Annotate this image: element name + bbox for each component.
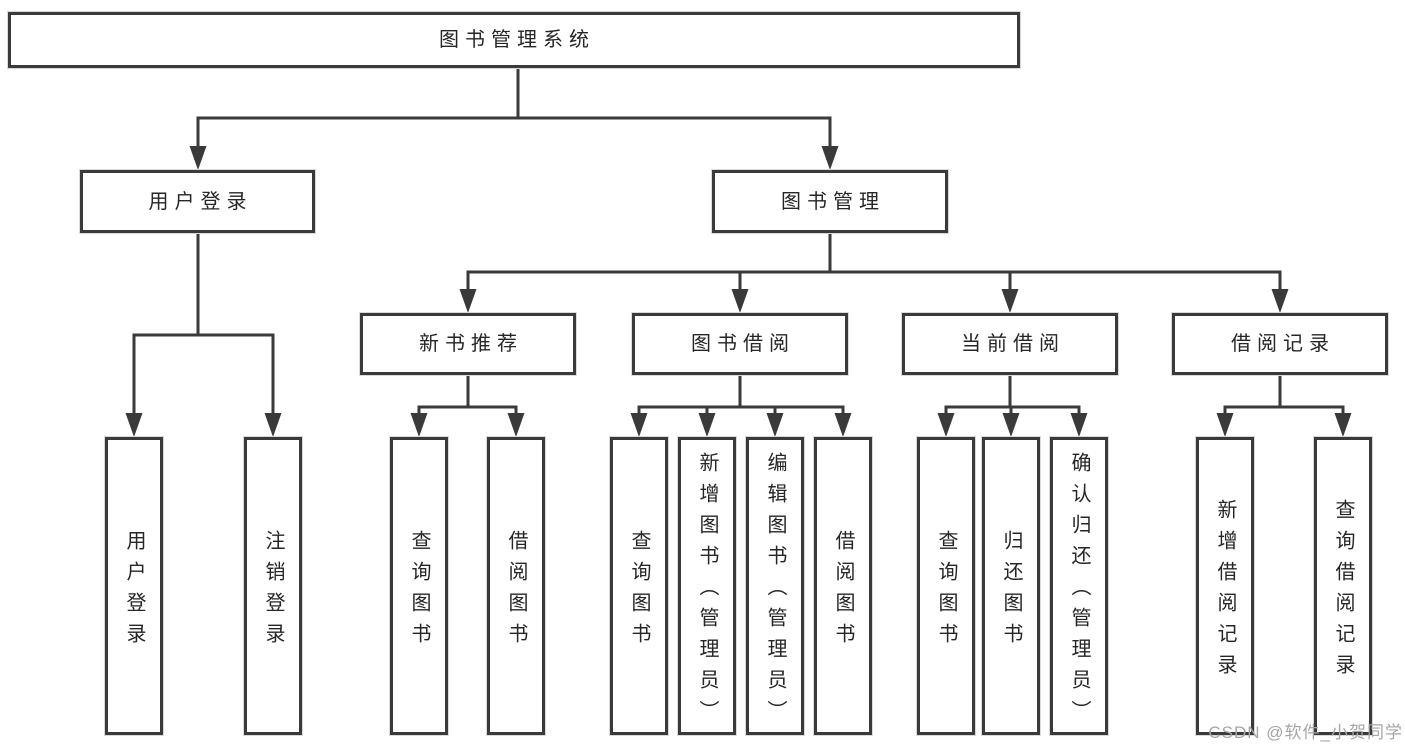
node-new-book-recommend: 新书推荐 (360, 313, 576, 375)
node-label: 用户登录 (148, 190, 253, 213)
node-label: 图书管理系统 (439, 29, 595, 51)
node-leaf-borrow-books-2: 借阅图书 (814, 437, 872, 735)
node-leaf-borrow-books-1: 借阅图书 (487, 437, 545, 735)
node-label: 查询借阅记录 (1332, 498, 1354, 685)
node-leaf-query-books-3: 查询图书 (917, 437, 975, 735)
node-label: 查询图书 (408, 529, 430, 654)
node-label: 注销登录 (262, 529, 284, 654)
node-label: 图书借阅 (691, 333, 795, 355)
node-leaf-add-borrow-record: 新增借阅记录 (1196, 437, 1254, 735)
node-leaf-confirm-return-admin: 确认归还（管理员） (1050, 437, 1108, 735)
node-leaf-add-books-admin: 新增图书（管理员） (678, 437, 736, 735)
node-label: 查询图书 (935, 529, 957, 654)
node-label: 当前借阅 (961, 333, 1065, 355)
node-label: 用户登录 (123, 529, 145, 654)
node-label: 新增图书（管理员） (696, 452, 718, 731)
node-leaf-logout: 注销登录 (244, 437, 302, 735)
node-book-borrow: 图书借阅 (632, 313, 848, 375)
node-leaf-edit-books-admin: 编辑图书（管理员） (746, 437, 804, 735)
node-leaf-return-books: 归还图书 (982, 437, 1040, 735)
node-leaf-user-login: 用户登录 (105, 437, 163, 735)
node-label: 借阅图书 (505, 529, 527, 654)
node-label: 查询图书 (628, 529, 650, 654)
node-current-borrow: 当前借阅 (902, 313, 1118, 375)
node-label: 图书管理 (781, 190, 885, 213)
node-label: 编辑图书（管理员） (764, 452, 786, 731)
node-root-library-system: 图书管理系统 (8, 12, 1020, 68)
node-label: 新增借阅记录 (1214, 498, 1236, 685)
csdn-watermark: CSDN @软件_小贺同学 (1208, 723, 1403, 742)
node-label: 借阅图书 (832, 529, 854, 654)
node-user-login: 用户登录 (80, 170, 315, 233)
node-borrow-records: 借阅记录 (1172, 313, 1388, 375)
node-label: 借阅记录 (1231, 333, 1335, 355)
node-book-management: 图书管理 (712, 170, 948, 233)
node-leaf-query-books-1: 查询图书 (390, 437, 448, 735)
node-label: 归还图书 (1000, 529, 1022, 654)
node-label: 确认归还（管理员） (1068, 452, 1090, 731)
node-leaf-query-borrow-record: 查询借阅记录 (1314, 437, 1372, 735)
node-leaf-query-books-2: 查询图书 (610, 437, 668, 735)
node-label: 新书推荐 (419, 333, 523, 355)
